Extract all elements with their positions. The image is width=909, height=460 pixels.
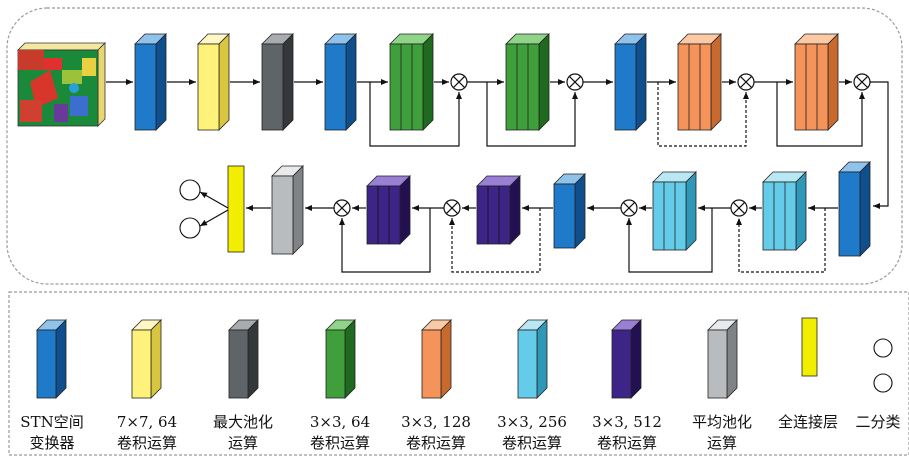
stn-block-icon [36, 319, 67, 399]
stn-block [553, 173, 586, 249]
conv64-block [389, 33, 434, 131]
sum-node [450, 73, 468, 91]
conv256-block [652, 171, 697, 251]
stn-block [324, 33, 357, 131]
output-node [179, 179, 201, 201]
conv256-block-icon [517, 319, 548, 399]
conv7x7-block-icon [131, 319, 162, 399]
fc-layer [227, 165, 245, 253]
conv64-block-icon [325, 319, 356, 399]
downsample-skip [657, 82, 749, 147]
conv512-block [366, 175, 411, 245]
maxpool-block-icon [228, 319, 259, 399]
conv128-block [794, 33, 839, 131]
sum-node [333, 199, 351, 217]
conv256-block [762, 171, 807, 251]
legend-frame [8, 291, 909, 456]
conv7x7-block [197, 33, 230, 131]
stn-block [614, 33, 647, 131]
output-node [179, 217, 201, 239]
downsample-skip [449, 208, 826, 273]
sum-node [620, 199, 638, 217]
conv512-block [476, 175, 521, 245]
architecture-frame [6, 7, 903, 285]
sum-node [566, 73, 584, 91]
sum-node [737, 73, 755, 91]
sum-node [443, 199, 461, 217]
flow-arrows [199, 191, 838, 273]
flow-arrows [106, 79, 889, 209]
conv128-block [677, 33, 722, 131]
fc-layer-icon [801, 317, 818, 377]
conv512-block-icon [611, 319, 642, 399]
sum-node [853, 73, 871, 91]
conv128-block-icon [421, 319, 452, 399]
sum-node [730, 199, 748, 217]
input-image [17, 42, 106, 127]
avgpool-block [271, 165, 304, 255]
stn-block [134, 33, 167, 131]
conv64-block [505, 33, 550, 131]
maxpool-block [261, 33, 294, 131]
stn-block [838, 161, 871, 257]
avgpool-block-icon [707, 319, 738, 399]
binary-output-icon [873, 338, 893, 393]
